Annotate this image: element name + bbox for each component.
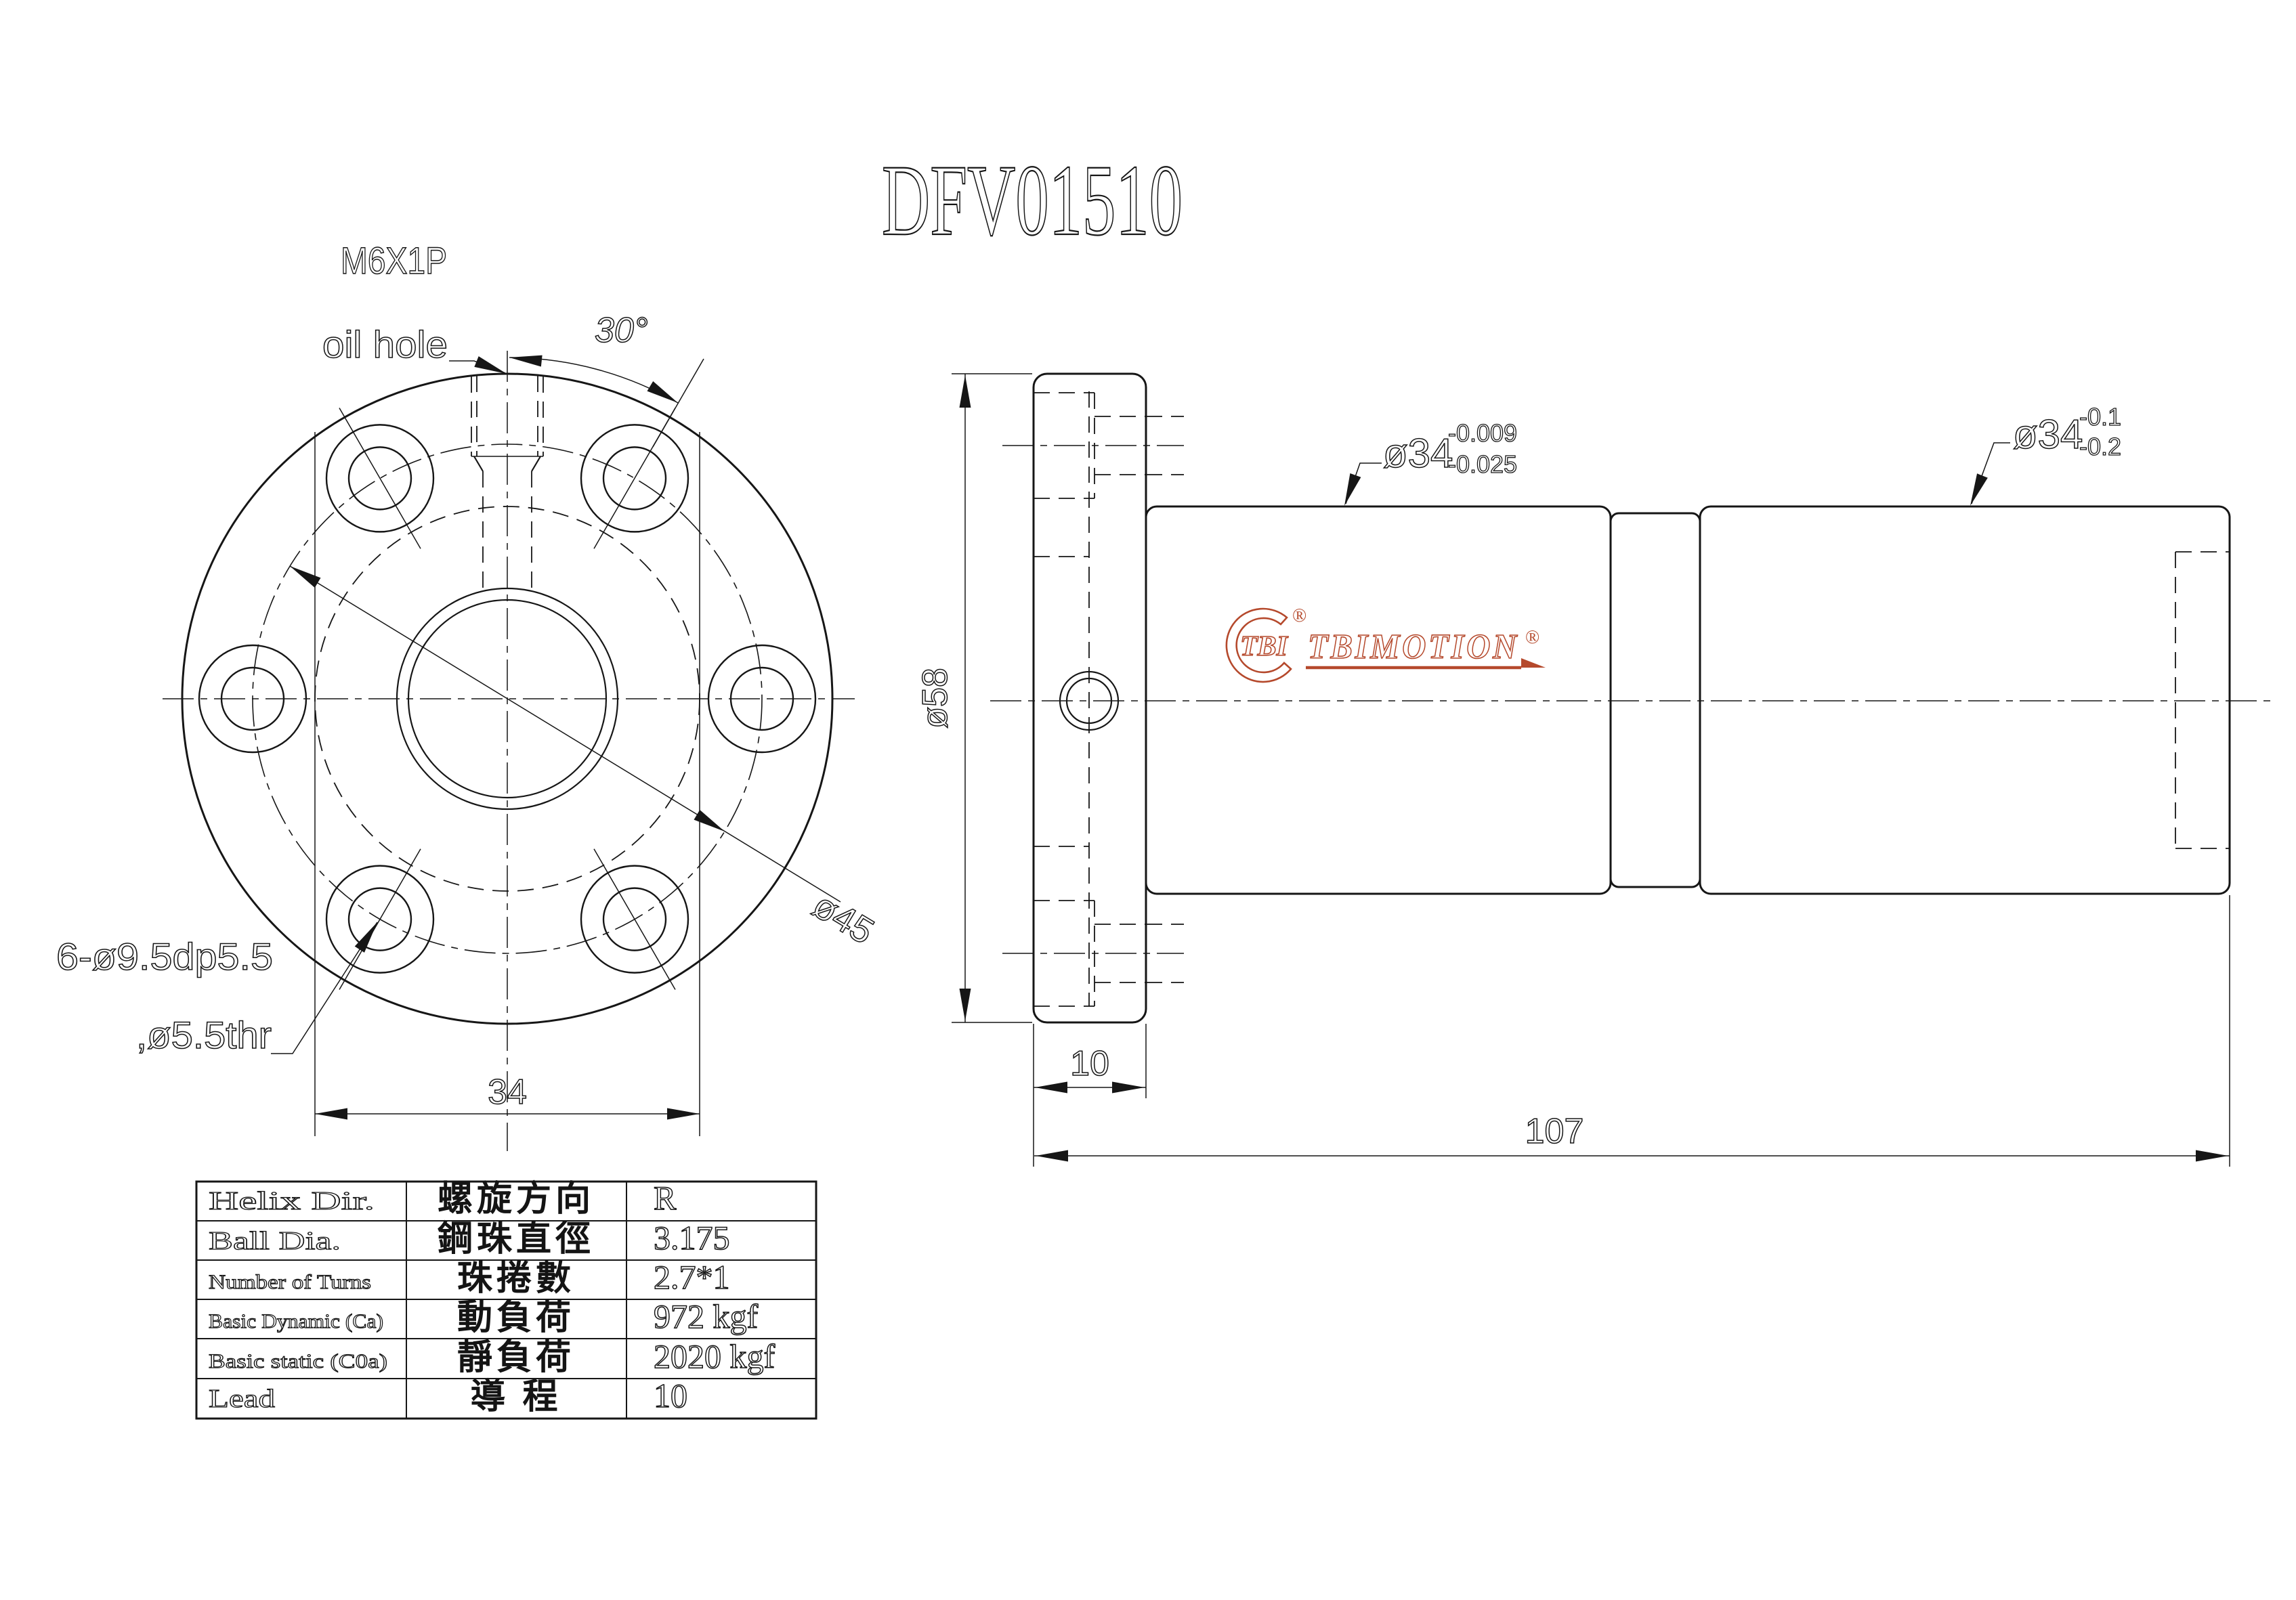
- spec-value: R: [654, 1179, 677, 1217]
- bolt-hole-counterbore: [325, 865, 435, 974]
- bolt-hole-through: [602, 446, 667, 511]
- spec-value: 2.7*1: [654, 1258, 730, 1296]
- spec-label-en: Basic Dynamic (Ca): [209, 1310, 383, 1333]
- bore-outer-circle: [396, 587, 619, 810]
- dim-body-dia-tol-upper: -0.009: [1448, 419, 1517, 447]
- flange-outline-circle: [181, 372, 834, 1025]
- oil-hole-label-line2: oil hole: [322, 323, 448, 366]
- bolt-hole-counterbore: [580, 865, 689, 974]
- brand-text: TBIMOTION: [1308, 628, 1519, 666]
- tbi-emblem-text: TBI: [1240, 631, 1289, 662]
- nut-body-outline: [1145, 505, 1612, 895]
- bolt-hole-through: [729, 666, 794, 731]
- front-view: 34 ø45 30° M6X1P oil hole 6-ø9.5dp5.5: [56, 238, 881, 1151]
- dim-58-text: ø58: [916, 668, 955, 729]
- spec-label-zh: 珠捲數: [457, 1259, 575, 1298]
- front-centerlines: [163, 351, 855, 1151]
- dim-bolt-circle-text: ø45: [806, 885, 881, 952]
- dim-body-dia-text: ø34: [1383, 431, 1453, 476]
- dim-end-dia-tol-upper: -0.1: [2079, 403, 2121, 431]
- spec-label-en: Ball Dia.: [209, 1227, 341, 1255]
- bolt-hole-through: [347, 887, 412, 951]
- brand-registered-mark: ®: [1525, 627, 1539, 648]
- dim-107-text: 107: [1525, 1112, 1584, 1151]
- bore-inner-circle: [407, 599, 608, 799]
- dim-end-dia-text: ø34: [2013, 412, 2083, 457]
- spec-table-grid: [196, 1182, 816, 1419]
- spec-label-zh: 導 程: [470, 1377, 561, 1417]
- bolt-hole-through: [347, 446, 412, 511]
- bolt-hole-centerline-tick: [339, 408, 421, 549]
- spec-label-en: Helix Dir.: [209, 1187, 375, 1215]
- end-cylinder-outline: [1699, 505, 2231, 895]
- bolt-hole-counterbore: [580, 424, 689, 533]
- side-view: ø58 10 107 ø34 -0.009 -0.025 ø: [915, 372, 2276, 1167]
- spec-label-zh: 靜負荷: [457, 1338, 575, 1377]
- dim-107: 107: [1034, 895, 2230, 1167]
- spec-value: 972 kgf: [654, 1297, 759, 1335]
- dim-10-text: 10: [1070, 1044, 1109, 1083]
- flange-outline: [1032, 372, 1147, 1024]
- end-recess-hidden: [2175, 551, 2230, 849]
- brand-logo: TBI ® TBIMOTION ®: [1225, 605, 1546, 683]
- bolt-hole-counterbore: [198, 644, 307, 754]
- drawing-title: DFV01510: [882, 144, 1183, 257]
- spec-table: Helix Dir. 螺旋方向 R Ball Dia. 鋼珠直徑 3.175Number …: [195, 1178, 817, 1420]
- dim-end-dia-tol-lower: -0.2: [2079, 433, 2121, 460]
- dim-10: 10: [1033, 1024, 1147, 1167]
- bolt-holes: [198, 408, 817, 990]
- dim-34-text: 34: [488, 1073, 527, 1112]
- emblem-registered-mark: ®: [1292, 605, 1306, 626]
- spec-label-en: Number of Turns: [209, 1271, 371, 1293]
- dim-body-dia: ø34 -0.009 -0.025: [1339, 418, 1518, 508]
- spec-label-zh: 鋼珠直徑: [438, 1219, 595, 1259]
- bolt-hole-counterbore: [325, 424, 435, 533]
- oil-hole-label-line1: M6X1P: [341, 239, 447, 282]
- flange-hidden-lines: [1002, 391, 1184, 1007]
- bolt-hole-centerline-tick: [339, 848, 421, 990]
- spec-value: 10: [654, 1377, 687, 1414]
- bolt-hole-through: [220, 666, 285, 731]
- spec-label-en: Lead: [209, 1385, 275, 1413]
- dim-end-dia: ø34 -0.1 -0.2: [1965, 402, 2122, 509]
- spec-value: 2020 kgf: [654, 1337, 775, 1375]
- spec-table-texts: Helix Dir. 螺旋方向 R Ball Dia. 鋼珠直徑 3.175Number …: [208, 1178, 775, 1417]
- oil-hole-side-inner: [1065, 677, 1113, 725]
- spec-label-en: Basic static (C0a): [209, 1350, 387, 1372]
- spec-label-zh: 螺旋方向: [438, 1180, 595, 1219]
- oil-hole-front: [471, 376, 544, 588]
- dim-body-dia-tol-lower: -0.025: [1448, 450, 1517, 478]
- bolt-holes-note: 6-ø9.5dp5.5 ,ø5.5thr: [56, 919, 383, 1057]
- bolt-holes-note-line1: 6-ø9.5dp5.5: [56, 935, 273, 978]
- bolt-holes-note-line2: ,ø5.5thr: [136, 1014, 272, 1056]
- tbi-emblem-icon: [1225, 607, 1292, 683]
- bolt-circle: [252, 444, 763, 954]
- dim-58: ø58: [915, 373, 1032, 1023]
- bolt-hole-through: [602, 887, 667, 951]
- oil-hole-label: M6X1P oil hole: [322, 238, 509, 379]
- oil-hole-side-outer: [1059, 670, 1120, 731]
- spec-value: 3.175: [654, 1219, 730, 1257]
- dim-34: 34: [314, 432, 700, 1136]
- bolt-hole-centerline-tick: [593, 848, 676, 990]
- dim-30deg: 30°: [509, 310, 704, 448]
- spec-label-zh: 動負荷: [457, 1298, 575, 1337]
- groove-outline: [1609, 512, 1701, 888]
- bolt-hole-counterbore: [707, 644, 817, 754]
- brand-underline-arrow: [1521, 658, 1546, 668]
- dim-30deg-text: 30°: [595, 311, 648, 350]
